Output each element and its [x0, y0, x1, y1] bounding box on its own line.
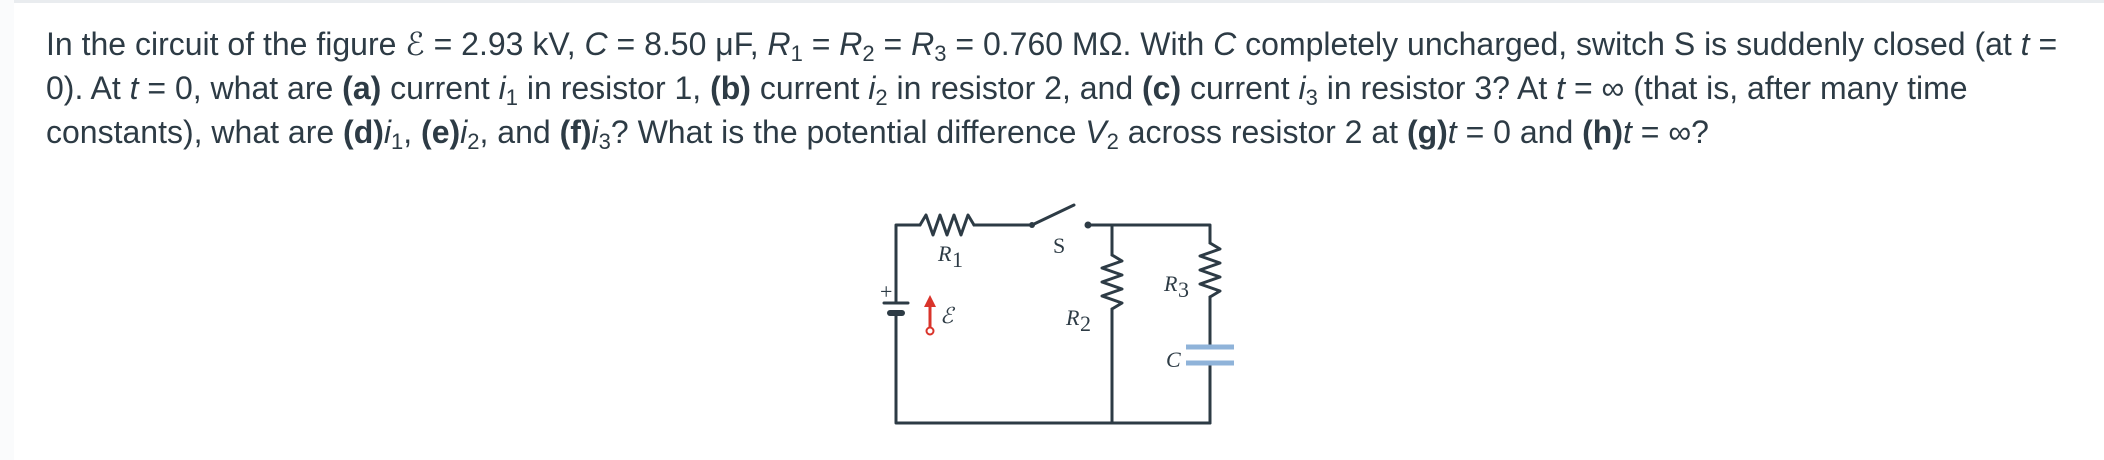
q-var-r: R — [911, 26, 935, 62]
label-plus: + — [880, 279, 892, 304]
q-var-t: t — [1447, 114, 1457, 150]
q-sub: 3 — [598, 129, 611, 154]
q-var-t: t — [1556, 70, 1566, 106]
resistor-r2 — [1100, 253, 1124, 311]
q-text: = — [802, 26, 840, 62]
q-sub: 2 — [1106, 129, 1119, 154]
label-emf: ℰ — [940, 303, 956, 328]
q-text: , and — [479, 114, 560, 150]
q-sub: 3 — [934, 41, 947, 66]
label-r3: R — [1163, 271, 1178, 296]
q-var-i: i — [498, 70, 506, 106]
q-part-g: (g) — [1406, 114, 1448, 150]
q-text: = 0.760 MΩ. With — [946, 26, 1214, 62]
resistor-r3 — [1198, 241, 1222, 299]
q-text: = ∞? — [1631, 114, 1709, 150]
switch-contact-left — [1029, 222, 1035, 228]
top-divider — [0, 0, 2104, 3]
left-gutter — [0, 0, 14, 460]
q-sub: 2 — [862, 41, 875, 66]
q-var-r: R — [839, 26, 863, 62]
q-part-h: (h) — [1582, 114, 1623, 150]
q-var-c: C — [1213, 26, 1237, 62]
q-text: current — [381, 70, 499, 106]
q-sub: 2 — [875, 85, 888, 110]
wire-top-left — [894, 223, 922, 239]
q-text: In the circuit of the figure — [46, 26, 406, 62]
q-var-t: t — [1622, 114, 1632, 150]
q-text: , — [403, 114, 422, 150]
wire-bottom — [894, 333, 1212, 425]
q-part-b: (b) — [710, 70, 751, 106]
q-var-c: C — [584, 26, 608, 62]
q-sub: 1 — [391, 129, 404, 154]
switch-contact-right — [1084, 221, 1092, 229]
label-r2-sub: 2 — [1080, 311, 1091, 336]
q-text: in resistor 3? At — [1317, 70, 1557, 106]
q-text: = 2.93 kV, — [424, 26, 585, 62]
q-text: = — [874, 26, 912, 62]
q-text: completely uncharged, switch S is sudden… — [1236, 26, 2021, 62]
q-var-i: i — [460, 114, 468, 150]
q-var-i: i — [868, 70, 876, 106]
q-sub: 1 — [790, 41, 803, 66]
q-part-c: (c) — [1142, 70, 1182, 106]
q-text: current — [1181, 70, 1299, 106]
q-text: in resistor 1, — [518, 70, 711, 106]
q-text: = 0 and — [1456, 114, 1583, 150]
label-cap: C — [1166, 347, 1181, 372]
q-sub: 1 — [505, 85, 518, 110]
wires — [882, 203, 1222, 425]
q-var-i: i — [383, 114, 391, 150]
wire-top-r3 — [1110, 223, 1212, 245]
emf-arrow-icon — [924, 295, 936, 336]
q-text: = 0). At — [46, 26, 2058, 106]
label-r2: R — [1065, 305, 1080, 330]
q-emf-symbol: ℰ — [405, 26, 425, 62]
switch-blade — [1030, 203, 1076, 227]
q-sub: 2 — [467, 129, 480, 154]
q-var-v: V — [1085, 114, 1107, 150]
circuit-diagram: + ℰ R 1 S R 2 R 3 C — [880, 203, 1234, 425]
q-part-f: (f) — [559, 114, 592, 150]
label-r1-sub: 1 — [952, 247, 963, 272]
q-sub: 3 — [1305, 85, 1318, 110]
resistor-r1 — [918, 213, 976, 237]
q-part-e: (e) — [421, 114, 461, 150]
q-text: in resistor 2, and — [887, 70, 1142, 106]
q-text: across resistor 2 at — [1118, 114, 1407, 150]
wire-top-right — [1086, 223, 1114, 257]
q-text: = 8.50 μF, — [607, 26, 768, 62]
label-r3-sub: 3 — [1178, 277, 1189, 302]
q-text: ? What is the potential difference — [610, 114, 1086, 150]
q-var-t: t — [2020, 26, 2030, 62]
q-var-i: i — [591, 114, 599, 150]
q-text: current — [750, 70, 869, 106]
q-part-a: (a) — [342, 70, 382, 106]
label-r1: R — [937, 241, 952, 266]
q-var-r: R — [767, 26, 791, 62]
question-text: In the circuit of the figure ℰ = 2.93 kV… — [46, 22, 2076, 154]
label-switch: S — [1053, 233, 1065, 258]
q-var-t: t — [129, 70, 139, 106]
q-text: = ∞ (that is, after many time constants)… — [46, 70, 1968, 150]
q-var-i: i — [1298, 70, 1306, 106]
q-text: = 0, what are — [138, 70, 343, 106]
q-part-d: (d) — [343, 114, 384, 150]
